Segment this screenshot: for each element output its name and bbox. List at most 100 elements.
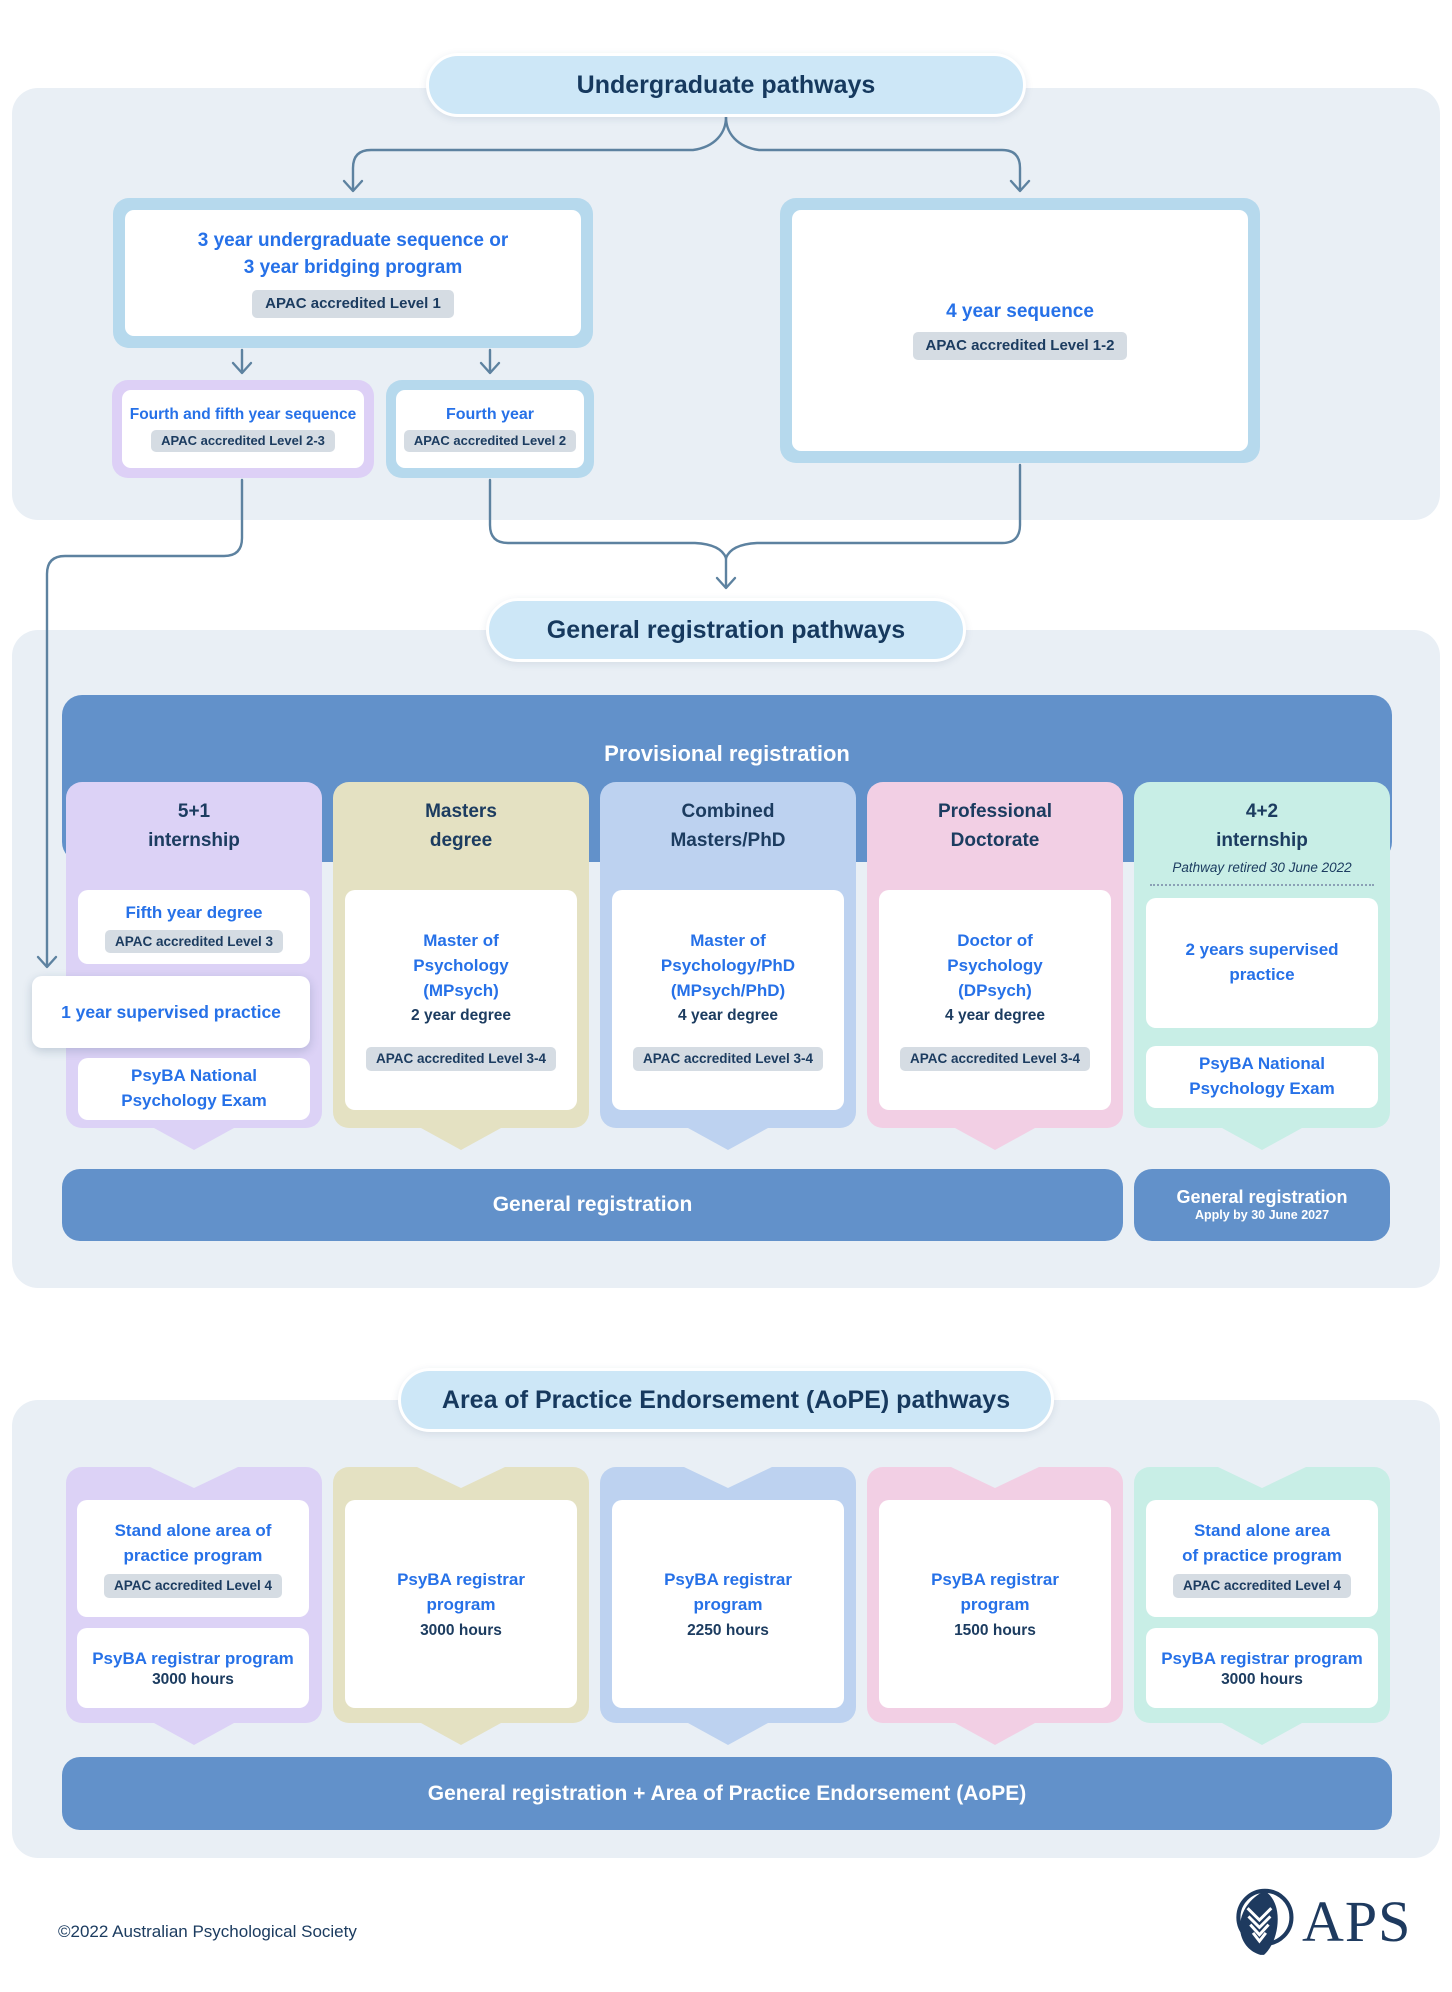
psyba-exam-4plus2-line1: PsyBA National bbox=[1199, 1054, 1325, 1074]
column-combined-header-line2: Masters/PhD bbox=[670, 829, 786, 851]
general-registration-4plus2-subtitle: Apply by 30 June 2027 bbox=[1194, 1208, 1330, 1223]
four-year-sequence-box: 4 year sequence APAC accredited Level 1-… bbox=[780, 198, 1260, 463]
psyba-exam-box-5plus1: PsyBA National Psychology Exam bbox=[78, 1058, 310, 1120]
doctorate-duration: 4 year degree bbox=[945, 1007, 1045, 1025]
stand-alone-program-box-5: Stand alone area of practice program APA… bbox=[1146, 1500, 1378, 1617]
provisional-registration-label: Provisional registration bbox=[604, 741, 850, 766]
registrar-5-hours: 3000 hours bbox=[1221, 1671, 1303, 1689]
column-4plus2-header-line2: internship bbox=[1216, 829, 1308, 851]
two-years-supervised-practice-box: 2 years supervised practice bbox=[1146, 898, 1378, 1028]
fifth-year-degree-title: Fifth year degree bbox=[125, 902, 263, 922]
fourth-year-title: Fourth year bbox=[445, 405, 534, 423]
aope-outcome-label: General registration + Area of Practice … bbox=[427, 1781, 1027, 1805]
aope-column-5plus1: Stand alone area of practice program APA… bbox=[66, 1467, 322, 1745]
column-4plus2-internship: 4+2 internship Pathway retired 30 June 2… bbox=[1134, 782, 1390, 1150]
column-professional-doctorate: Professional Doctorate Doctor of Psychol… bbox=[867, 782, 1123, 1150]
four-year-sequence-badge: APAC accredited Level 1-2 bbox=[912, 332, 1128, 360]
column-masters-degree: Masters degree Master of Psychology (MPs… bbox=[333, 782, 589, 1150]
column-5plus1-header-line1: 5+1 bbox=[177, 801, 211, 822]
fourth-year-badge: APAC accredited Level 2 bbox=[403, 429, 577, 453]
combined-duration: 4 year degree bbox=[678, 1007, 778, 1025]
registrar-4-line2: program bbox=[960, 1595, 1030, 1614]
registrar-4-hours: 1500 hours bbox=[954, 1621, 1036, 1639]
one-year-supervised-practice-box: 1 year supervised practice bbox=[32, 976, 310, 1048]
doctorate-badge: APAC accredited Level 3-4 bbox=[899, 1047, 1091, 1071]
fifth-year-degree-badge: APAC accredited Level 3 bbox=[104, 929, 284, 954]
combined-badge: APAC accredited Level 3-4 bbox=[632, 1047, 824, 1071]
fourth-fifth-year-badge: APAC accredited Level 2-3 bbox=[151, 429, 335, 453]
one-year-supervised-practice-label: 1 year supervised practice bbox=[61, 1001, 281, 1022]
doctorate-title-line2: Psychology bbox=[947, 955, 1043, 975]
professional-doctorate-box: Doctor of Psychology (DPsych) 4 year deg… bbox=[879, 890, 1111, 1110]
aope-pathways-pill: Area of Practice Endorsement (AoPE) path… bbox=[398, 1368, 1054, 1432]
three-year-sequence-box: 3 year undergraduate sequence or 3 year … bbox=[113, 198, 593, 348]
column-combined-header-line1: Combined bbox=[681, 801, 775, 822]
combined-masters-phd-box: Master of Psychology/PhD (MPsych/PhD) 4 … bbox=[612, 890, 844, 1110]
column-masters-header-line2: degree bbox=[429, 829, 493, 851]
registrar-3-line2: program bbox=[693, 1595, 763, 1614]
retired-divider bbox=[1150, 884, 1374, 886]
registrar-program-box-1: PsyBA registrar program 3000 hours bbox=[77, 1628, 309, 1708]
combined-title-line2: Psychology/PhD bbox=[660, 955, 796, 975]
registrar-program-box-5: PsyBA registrar program 3000 hours bbox=[1146, 1628, 1378, 1708]
general-registration-pathways-pill: General registration pathways bbox=[486, 598, 966, 662]
undergraduate-pathways-label: Undergraduate pathways bbox=[576, 70, 876, 99]
combined-title-line1: Master of bbox=[690, 931, 766, 951]
three-year-sequence-title-line1: 3 year undergraduate sequence or bbox=[197, 230, 509, 252]
aope-column-combined: PsyBA registrar program 2250 hours bbox=[600, 1467, 856, 1745]
registrar-2-hours: 3000 hours bbox=[420, 1621, 502, 1639]
stand-alone-1-badge: APAC accredited Level 4 bbox=[103, 1574, 283, 1598]
column-doctorate-header-line1: Professional bbox=[937, 801, 1053, 822]
psyba-exam-line2: Psychology Exam bbox=[121, 1091, 267, 1110]
two-years-practice-line2: practice bbox=[1229, 965, 1295, 984]
column-4plus2-header-line1: 4+2 bbox=[1245, 801, 1279, 822]
aps-logo: APS bbox=[1232, 1886, 1411, 1956]
column-doctorate-header-line2: Doctorate bbox=[950, 829, 1040, 851]
registrar-2-line1: PsyBA registrar bbox=[397, 1570, 525, 1590]
masters-degree-box: Master of Psychology (MPsych) 2 year deg… bbox=[345, 890, 577, 1110]
registrar-program-box-3: PsyBA registrar program 2250 hours bbox=[612, 1500, 844, 1708]
doctorate-title-line3: (DPsych) bbox=[958, 980, 1032, 1000]
aps-logo-text: APS bbox=[1302, 1888, 1412, 1954]
fourth-fifth-year-box: Fourth and fifth year sequence APAC accr… bbox=[112, 380, 374, 478]
general-registration-outcome-label: General registration bbox=[492, 1193, 693, 1216]
aope-column-4plus2: Stand alone area of practice program APA… bbox=[1134, 1467, 1390, 1745]
combined-title-line3: (MPsych/PhD) bbox=[670, 980, 786, 1000]
masters-badge: APAC accredited Level 3-4 bbox=[365, 1047, 557, 1071]
footer-copyright: ©2022 Australian Psychological Society bbox=[58, 1922, 357, 1941]
four-year-sequence-title: 4 year sequence bbox=[946, 301, 1094, 323]
psyba-exam-box-4plus2: PsyBA National Psychology Exam bbox=[1146, 1046, 1378, 1108]
general-registration-4plus2-bar: General registration Apply by 30 June 20… bbox=[1134, 1169, 1390, 1241]
general-registration-outcome-bar: General registration bbox=[62, 1169, 1123, 1241]
registrar-3-line1: PsyBA registrar bbox=[664, 1570, 792, 1590]
fifth-year-degree-box: Fifth year degree APAC accredited Level … bbox=[78, 890, 310, 964]
three-year-sequence-badge: APAC accredited Level 1 bbox=[252, 290, 454, 318]
fourth-year-box: Fourth year APAC accredited Level 2 bbox=[386, 380, 594, 478]
psyba-exam-4plus2-line2: Psychology Exam bbox=[1189, 1079, 1335, 1098]
stand-alone-1-line2: practice program bbox=[123, 1545, 263, 1565]
registrar-1-hours: 3000 hours bbox=[152, 1671, 234, 1689]
masters-title-line3: (MPsych) bbox=[423, 980, 499, 1000]
column-5plus1-header-line2: internship bbox=[148, 829, 240, 851]
registrar-4-line1: PsyBA registrar bbox=[931, 1570, 1059, 1590]
general-registration-4plus2-title: General registration bbox=[1176, 1186, 1348, 1207]
registrar-program-box-4: PsyBA registrar program 1500 hours bbox=[879, 1500, 1111, 1708]
registrar-5-title: PsyBA registrar program bbox=[1161, 1648, 1363, 1668]
registrar-2-line2: program bbox=[426, 1595, 496, 1614]
masters-title-line2: Psychology bbox=[413, 955, 509, 975]
three-year-sequence-title-line2: 3 year bridging program bbox=[243, 256, 463, 278]
stand-alone-1-line1: Stand alone area of bbox=[114, 1521, 272, 1541]
column-masters-header-line1: Masters bbox=[425, 801, 497, 822]
column-combined-masters-phd: Combined Masters/PhD Master of Psycholog… bbox=[600, 782, 856, 1150]
stand-alone-5-line2: of practice program bbox=[1182, 1545, 1342, 1565]
stand-alone-5-line1: Stand alone area bbox=[1193, 1521, 1331, 1541]
stand-alone-program-box-1: Stand alone area of practice program APA… bbox=[77, 1500, 309, 1617]
aope-pathways-label: Area of Practice Endorsement (AoPE) path… bbox=[441, 1385, 1011, 1414]
undergraduate-pathways-pill: Undergraduate pathways bbox=[426, 53, 1026, 117]
masters-duration: 2 year degree bbox=[411, 1007, 511, 1025]
psyba-exam-line1: PsyBA National bbox=[131, 1066, 257, 1086]
general-registration-pathways-label: General registration pathways bbox=[546, 615, 906, 644]
stand-alone-5-badge: APAC accredited Level 4 bbox=[1172, 1574, 1352, 1598]
registrar-3-hours: 2250 hours bbox=[687, 1621, 769, 1639]
